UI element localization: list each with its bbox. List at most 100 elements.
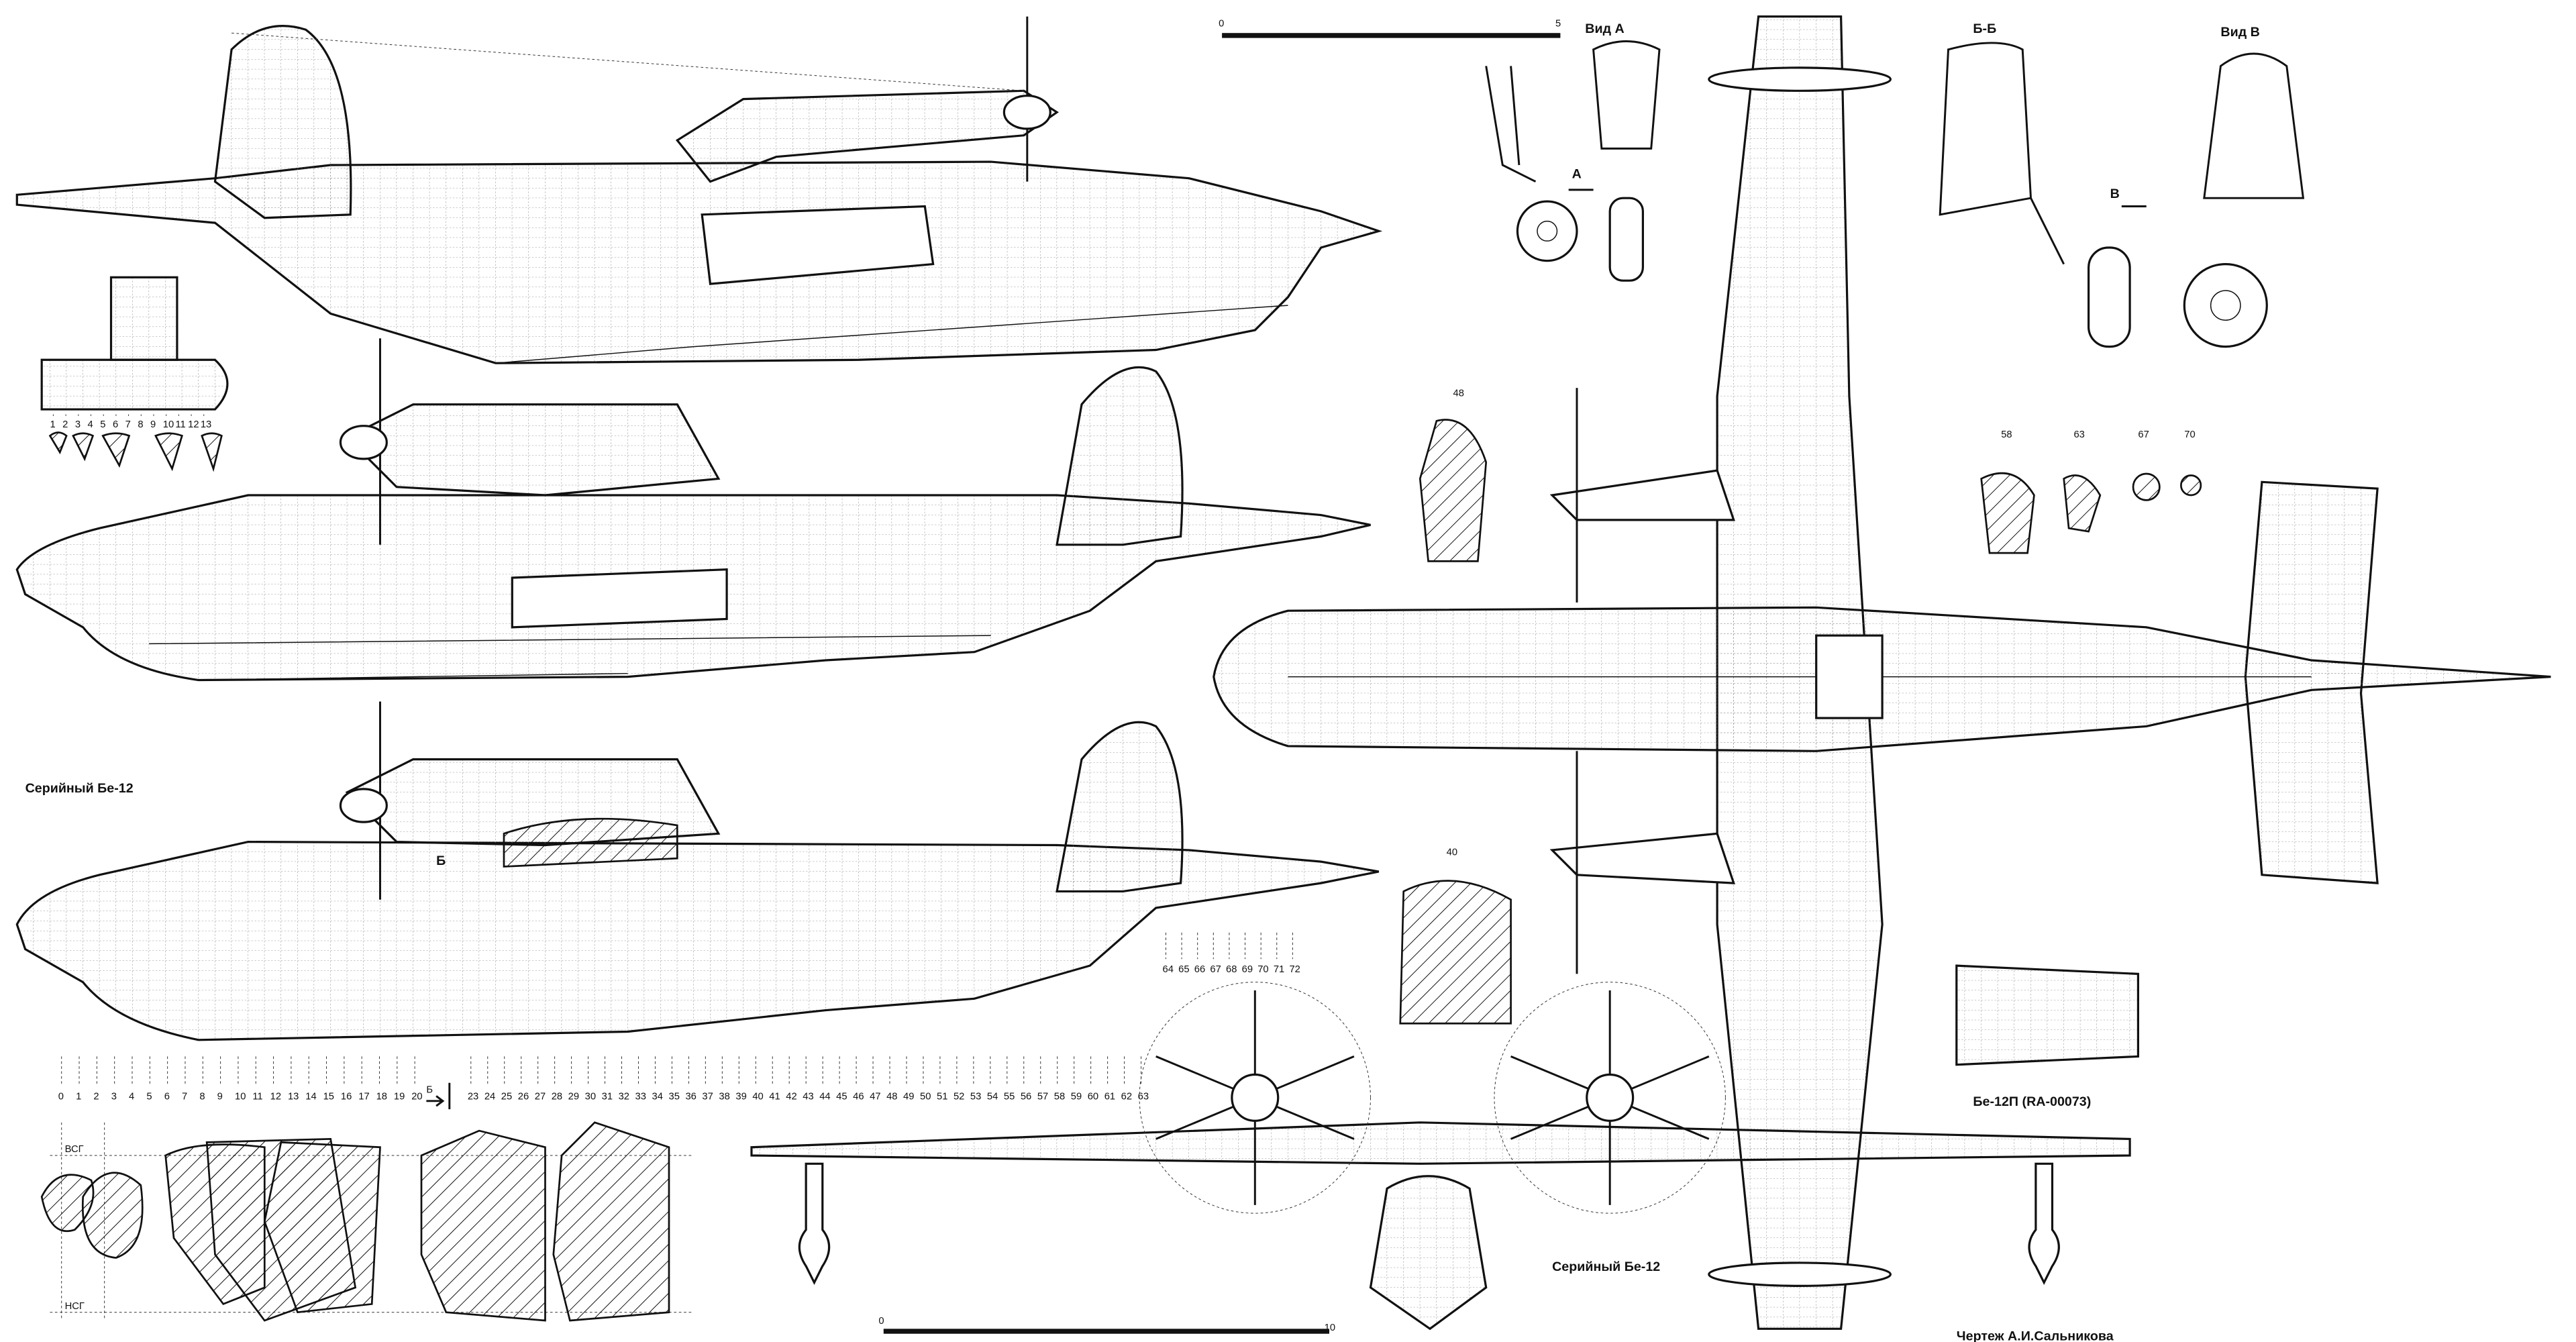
station-number: 71 [1274,964,1284,975]
station-number: 25 [501,1091,512,1102]
station-number: 19 [394,1091,405,1102]
station-number: 7 [125,419,131,430]
author-credit: Чертеж А.И.Сальникова [1957,1329,2114,1342]
station-number: 13 [201,419,211,430]
station-number: 27 [535,1091,546,1102]
station-number: 39 [735,1091,746,1102]
station-number: 57 [1037,1091,1048,1102]
station-number: 63 [1138,1091,1149,1102]
station-number: 6 [164,1091,170,1102]
side-view-middle [15,338,1371,682]
station-number: 56 [1021,1091,1031,1102]
view-a-label: Вид А [1585,21,1624,36]
station-number: 29 [568,1091,579,1102]
station-number: 35 [668,1091,679,1102]
section-58-label: 58 [2001,429,2012,440]
station-number: 9 [150,419,156,430]
station-number: 17 [358,1091,369,1102]
float-detail [40,276,229,472]
station-number: 58 [1054,1091,1065,1102]
station-number: 47 [870,1091,880,1102]
station-number: 62 [1121,1091,1132,1102]
section-63-label: 63 [2073,429,2084,440]
station-number: 38 [719,1091,729,1102]
plan-view: 48 40 58 63 67 70 Бе-12П (RA-00073) [1213,15,2551,1330]
arrow-a-label: А [1572,167,1582,182]
station-number: 12 [188,419,199,430]
scale-bottom-start: 0 [878,1316,884,1327]
station-number: 13 [288,1091,299,1102]
station-number: 6 [113,419,118,430]
section-48-label: 48 [1453,388,1464,399]
scale-top-end: 5 [1555,18,1561,29]
scale-bar-top: 0 5 [1219,18,1561,38]
front-wing [750,1121,2131,1165]
section-67-label: 67 [2138,429,2149,440]
station-number: 53 [970,1091,981,1102]
station-number: 16 [341,1091,352,1102]
hull-front [1369,1175,1488,1331]
station-number: 72 [1289,964,1300,975]
side-view-bottom: Б Серийный Бе-12 [15,701,1380,1041]
station-number: 60 [1088,1091,1098,1102]
section-bb-label: Б-Б [1973,21,1996,36]
section-40-label: 40 [1447,847,1457,858]
tail-fin [213,25,352,219]
be12p-label: Бе-12П (RA-00073) [1973,1094,2091,1109]
station-number: 28 [552,1091,562,1102]
scale-bottom-end: 10 [1325,1323,1335,1333]
station-number: 43 [803,1091,813,1102]
station-number: 48 [886,1091,897,1102]
station-number: 11 [175,419,185,430]
station-number: 12 [270,1091,281,1102]
station-number: 4 [129,1091,134,1102]
station-number: 14 [305,1091,316,1102]
scale-bar-bottom: 0 10 [878,1316,1335,1334]
station-number: 40 [752,1091,763,1102]
tail-fin [1055,366,1184,546]
station-number: 45 [836,1091,847,1102]
scale-top-start: 0 [1219,18,1224,29]
station-number: 23 [468,1091,478,1102]
station-number: 10 [235,1091,246,1102]
station-number: 20 [411,1091,422,1102]
station-number: 51 [937,1091,947,1102]
station-number: 44 [819,1091,830,1102]
station-number: 31 [602,1091,613,1102]
station-number: 36 [685,1091,696,1102]
station-mark-b: Б [426,1085,433,1096]
nsg-label: НСГ [65,1301,85,1312]
engine-nacelle [345,403,721,497]
station-number: 2 [62,419,68,430]
serial-be12-side-label: Серийный Бе-12 [25,781,134,796]
station-number: 52 [954,1091,964,1102]
station-number: 8 [199,1091,205,1102]
station-number: 54 [987,1091,998,1102]
tail-fin [1055,721,1184,893]
station-number: 55 [1004,1091,1015,1102]
station-number: 68 [1226,964,1237,975]
station-number: 33 [635,1091,646,1102]
serial-be12-front-label: Серийный Бе-12 [1552,1259,1660,1274]
station-number: 46 [853,1091,864,1102]
station-number: 61 [1104,1091,1115,1102]
station-number: 8 [138,419,143,430]
station-number: 67 [1210,964,1221,975]
station-number: 1 [76,1091,81,1102]
station-number: 11 [252,1091,262,1102]
front-view: Серийный Бе-12 [750,982,2131,1331]
station-number: 15 [323,1091,334,1102]
station-number: 18 [376,1091,387,1102]
station-number: 42 [786,1091,796,1102]
station-number: 1 [50,419,55,430]
station-number: 2 [93,1091,99,1102]
station-number: 49 [903,1091,914,1102]
station-number: 7 [182,1091,187,1102]
station-number: 34 [652,1091,663,1102]
station-number: 70 [1257,964,1268,975]
station-number: 4 [88,419,93,430]
station-number: 32 [619,1091,629,1102]
